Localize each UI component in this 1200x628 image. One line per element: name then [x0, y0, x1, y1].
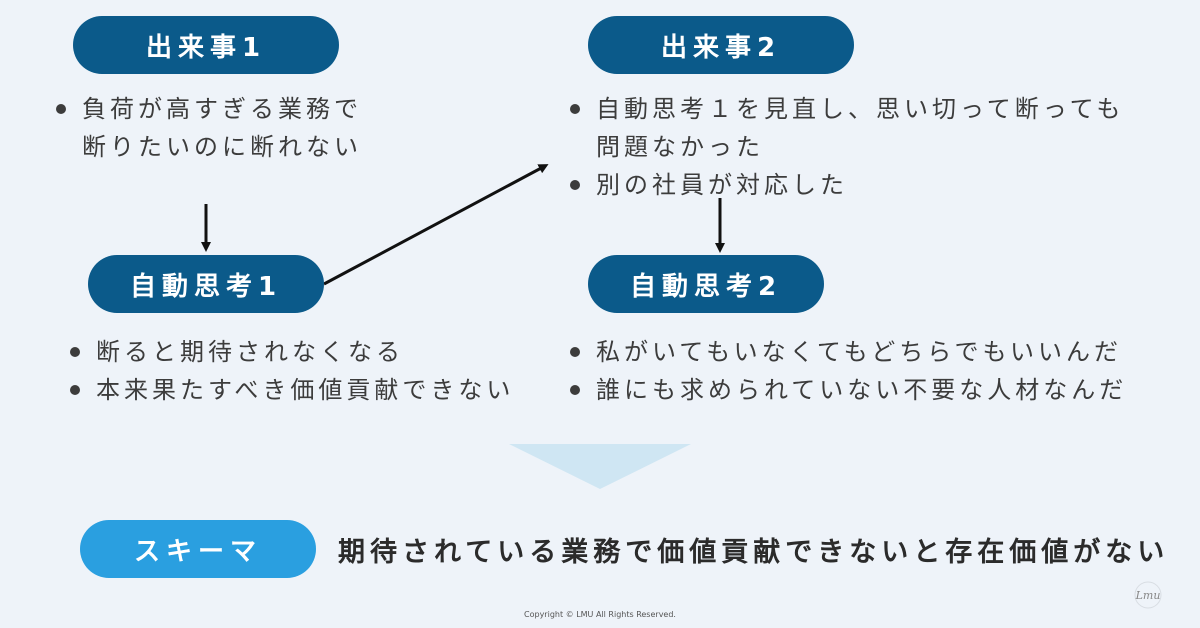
thought1-title: 自動思考1 [88, 255, 324, 313]
schema-statement: 期待されている業務で価値貢献できないと存在価値がない [338, 537, 1170, 568]
list-item: 別の社員が対応した [566, 166, 1124, 204]
bullet-line: 別の社員が対応した [596, 171, 848, 199]
event2-title: 出来事2 [588, 16, 854, 74]
list-item: 負荷が高すぎる業務で 断りたいのに断れない [52, 90, 362, 166]
lmu-logo: Lmu [1134, 581, 1162, 609]
copyright-text: Copyright © LMU All Rights Reserved. [524, 610, 676, 619]
thought2-bullets: 私がいてもいなくてもどちらでもいいんだ 誰にも求められていない不要な人材なんだ [566, 333, 1127, 409]
list-item: 私がいてもいなくてもどちらでもいいんだ [566, 333, 1127, 371]
bullet-line: 断りたいのに断れない [82, 133, 362, 161]
bullet-line: 私がいてもいなくてもどちらでもいいんだ [596, 338, 1122, 366]
event1-title: 出来事1 [73, 16, 339, 74]
bullet-line: 問題なかった [596, 133, 764, 161]
thought2-title: 自動思考2 [588, 255, 824, 313]
thought1-bullets: 断ると期待されなくなる 本来果たすべき価値貢献できない [66, 333, 514, 409]
logo-text: Lmu [1135, 589, 1161, 602]
arrow-thought1-to-event2 [323, 164, 549, 286]
list-item: 自動思考１を見直し、思い切って断っても 問題なかった [566, 90, 1124, 166]
bullet-line: 誰にも求められていない不要な人材なんだ [596, 376, 1128, 404]
bullet-line: 自動思考１を見直し、思い切って断っても [596, 95, 1125, 123]
list-item: 誰にも求められていない不要な人材なんだ [566, 371, 1127, 409]
bullet-line: 負荷が高すぎる業務で [82, 95, 362, 123]
down-chevron [509, 444, 691, 489]
list-item: 断ると期待されなくなる [66, 333, 514, 371]
bullet-line: 断ると期待されなくなる [96, 338, 404, 366]
event1-bullets: 負荷が高すぎる業務で 断りたいのに断れない [52, 90, 362, 166]
event2-bullets: 自動思考１を見直し、思い切って断っても 問題なかった 別の社員が対応した [566, 90, 1124, 204]
bullet-line: 本来果たすべき価値貢献できない [96, 376, 515, 404]
schema-label: スキーマ [80, 520, 316, 578]
list-item: 本来果たすべき価値貢献できない [66, 371, 514, 409]
